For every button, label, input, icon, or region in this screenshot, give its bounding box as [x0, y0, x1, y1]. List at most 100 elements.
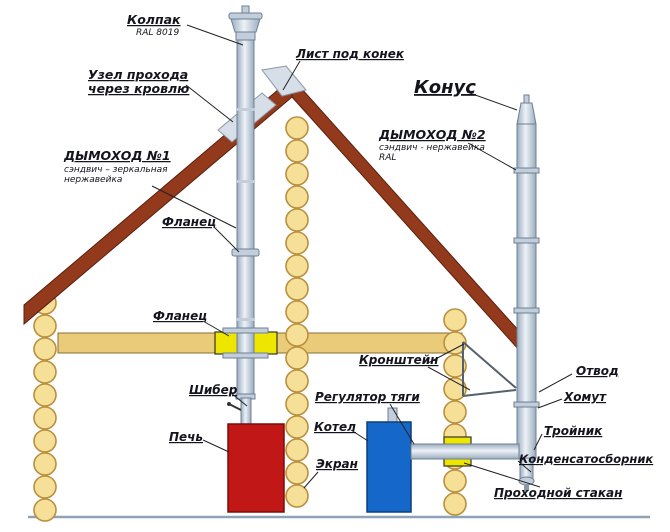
log-end-circle: [33, 406, 57, 430]
leader-dymohod1: [151, 185, 237, 229]
log-end-circle: [33, 383, 57, 407]
chimney1-joint: [236, 108, 255, 111]
damper-handle: [228, 403, 242, 411]
log-end-circle: [285, 208, 309, 232]
label-uzel-prohoda-2: через кровлю: [88, 81, 189, 96]
log-end-circle: [285, 254, 309, 278]
leader-ekran: [303, 471, 319, 489]
center-log-wall: [285, 116, 309, 508]
log-end-circle: [33, 337, 57, 361]
label-konus: Конус: [414, 77, 476, 98]
cap-top-plate: [228, 12, 263, 20]
chimney1-joint: [236, 318, 255, 321]
log-end-circle: [285, 461, 309, 485]
leader-prohodnoy: [463, 462, 541, 488]
label-uzel-prohoda-1: Узел прохода: [88, 67, 188, 82]
log-end-circle: [285, 300, 309, 324]
chimney2-pipe: [516, 123, 537, 459]
leader-otvod: [538, 373, 573, 393]
label-flanec-bottom: Фланец: [153, 309, 207, 323]
cone-tip: [523, 94, 530, 104]
log-end-circle: [285, 392, 309, 416]
label-homut: Хомут: [563, 390, 607, 404]
chimney1-pipe: [236, 39, 255, 399]
leader-regulator: [389, 403, 415, 445]
label-shiber: Шибер: [189, 383, 238, 397]
log-end-circle: [285, 484, 309, 508]
condensate-drain: [524, 484, 529, 491]
chimney1-flange-lower-bottom: [222, 352, 269, 359]
draft-regulator: [387, 407, 398, 423]
leader-konus: [466, 91, 518, 111]
log-end-circle: [285, 323, 309, 347]
bracket-arm: [462, 389, 517, 397]
label-dymohod1: ДЫМОХОД №1: [63, 148, 171, 163]
label-ekran: Экран: [316, 457, 358, 471]
log-end-circle: [33, 314, 57, 338]
chimney1-flange-lower-top: [222, 327, 269, 334]
leader-kronshtein-2: [427, 366, 471, 391]
leader-kotel: [350, 429, 369, 442]
log-end-circle: [285, 346, 309, 370]
label-dymohod2: ДЫМОХОД №2: [378, 127, 486, 142]
horizontal-flue-pipe: [410, 443, 520, 460]
ridge-sheet: [261, 65, 307, 97]
leader-flanec-bottom: [202, 320, 230, 337]
label-kotel: Котел: [314, 420, 356, 434]
label-prohodnoy-stakan: Проходной стакан: [494, 486, 622, 500]
leader-kronshtein-1: [427, 343, 465, 364]
label-regulator: Регулятор тяги: [315, 390, 420, 404]
leader-kondensat: [517, 460, 532, 473]
log-end-circle: [285, 139, 309, 163]
log-end-circle: [285, 185, 309, 209]
log-end-circle: [443, 377, 467, 401]
label-kolpak: Колпак: [127, 12, 181, 27]
log-end-circle: [33, 498, 57, 522]
right-log-wall: [443, 308, 467, 516]
label-dymohod1-sub1: сэндвич – зеркальная: [64, 165, 168, 175]
boiler: [366, 421, 412, 513]
leader-list-pod-konek: [282, 60, 301, 91]
clamp: [513, 307, 540, 314]
label-pech: Печь: [169, 430, 203, 444]
log-end-circle: [285, 277, 309, 301]
leader-kolpak: [186, 24, 244, 46]
cap-cone: [230, 18, 261, 33]
label-dymohod2-sub2: RAL: [379, 153, 396, 163]
leader-flanec-top: [213, 226, 240, 253]
label-kolpak-sub: RAL 8019: [136, 28, 179, 38]
cap-collar: [235, 31, 256, 41]
log-end-circle: [33, 452, 57, 476]
chimney1-flange-upper: [231, 248, 260, 257]
log-end-circle: [33, 429, 57, 453]
label-kronshtein: Кронштейн: [359, 353, 438, 367]
roof-right-slope: [291, 76, 520, 352]
log-end-circle: [33, 360, 57, 384]
label-flanec-top: Фланец: [162, 215, 216, 229]
label-kondensatosbornik: Конденсатосборник: [519, 452, 654, 466]
log-end-circle: [285, 162, 309, 186]
cone: [516, 102, 537, 125]
clamp: [513, 401, 540, 408]
chimney1-joint: [236, 180, 255, 183]
stove: [227, 423, 285, 513]
log-end-circle: [285, 369, 309, 393]
label-dymohod1-sub2: нержавейка: [64, 175, 122, 185]
log-end-circle: [443, 308, 467, 332]
leader-shiber: [230, 392, 248, 407]
label-list-pod-konek: Лист под конек: [295, 47, 405, 61]
clamp: [513, 237, 540, 244]
damper-knob: [227, 402, 231, 406]
log-end-circle: [443, 331, 467, 355]
log-end-circle: [443, 354, 467, 378]
log-end-circle: [443, 400, 467, 424]
leader-uzel-prohoda: [185, 84, 234, 123]
leader-troinik: [533, 433, 543, 451]
left-log-wall: [33, 291, 57, 522]
label-troinik: Тройник: [544, 424, 603, 438]
log-end-circle: [285, 415, 309, 439]
bracket-strut: [462, 341, 517, 389]
log-end-circle: [285, 438, 309, 462]
log-end-circle: [285, 116, 309, 140]
